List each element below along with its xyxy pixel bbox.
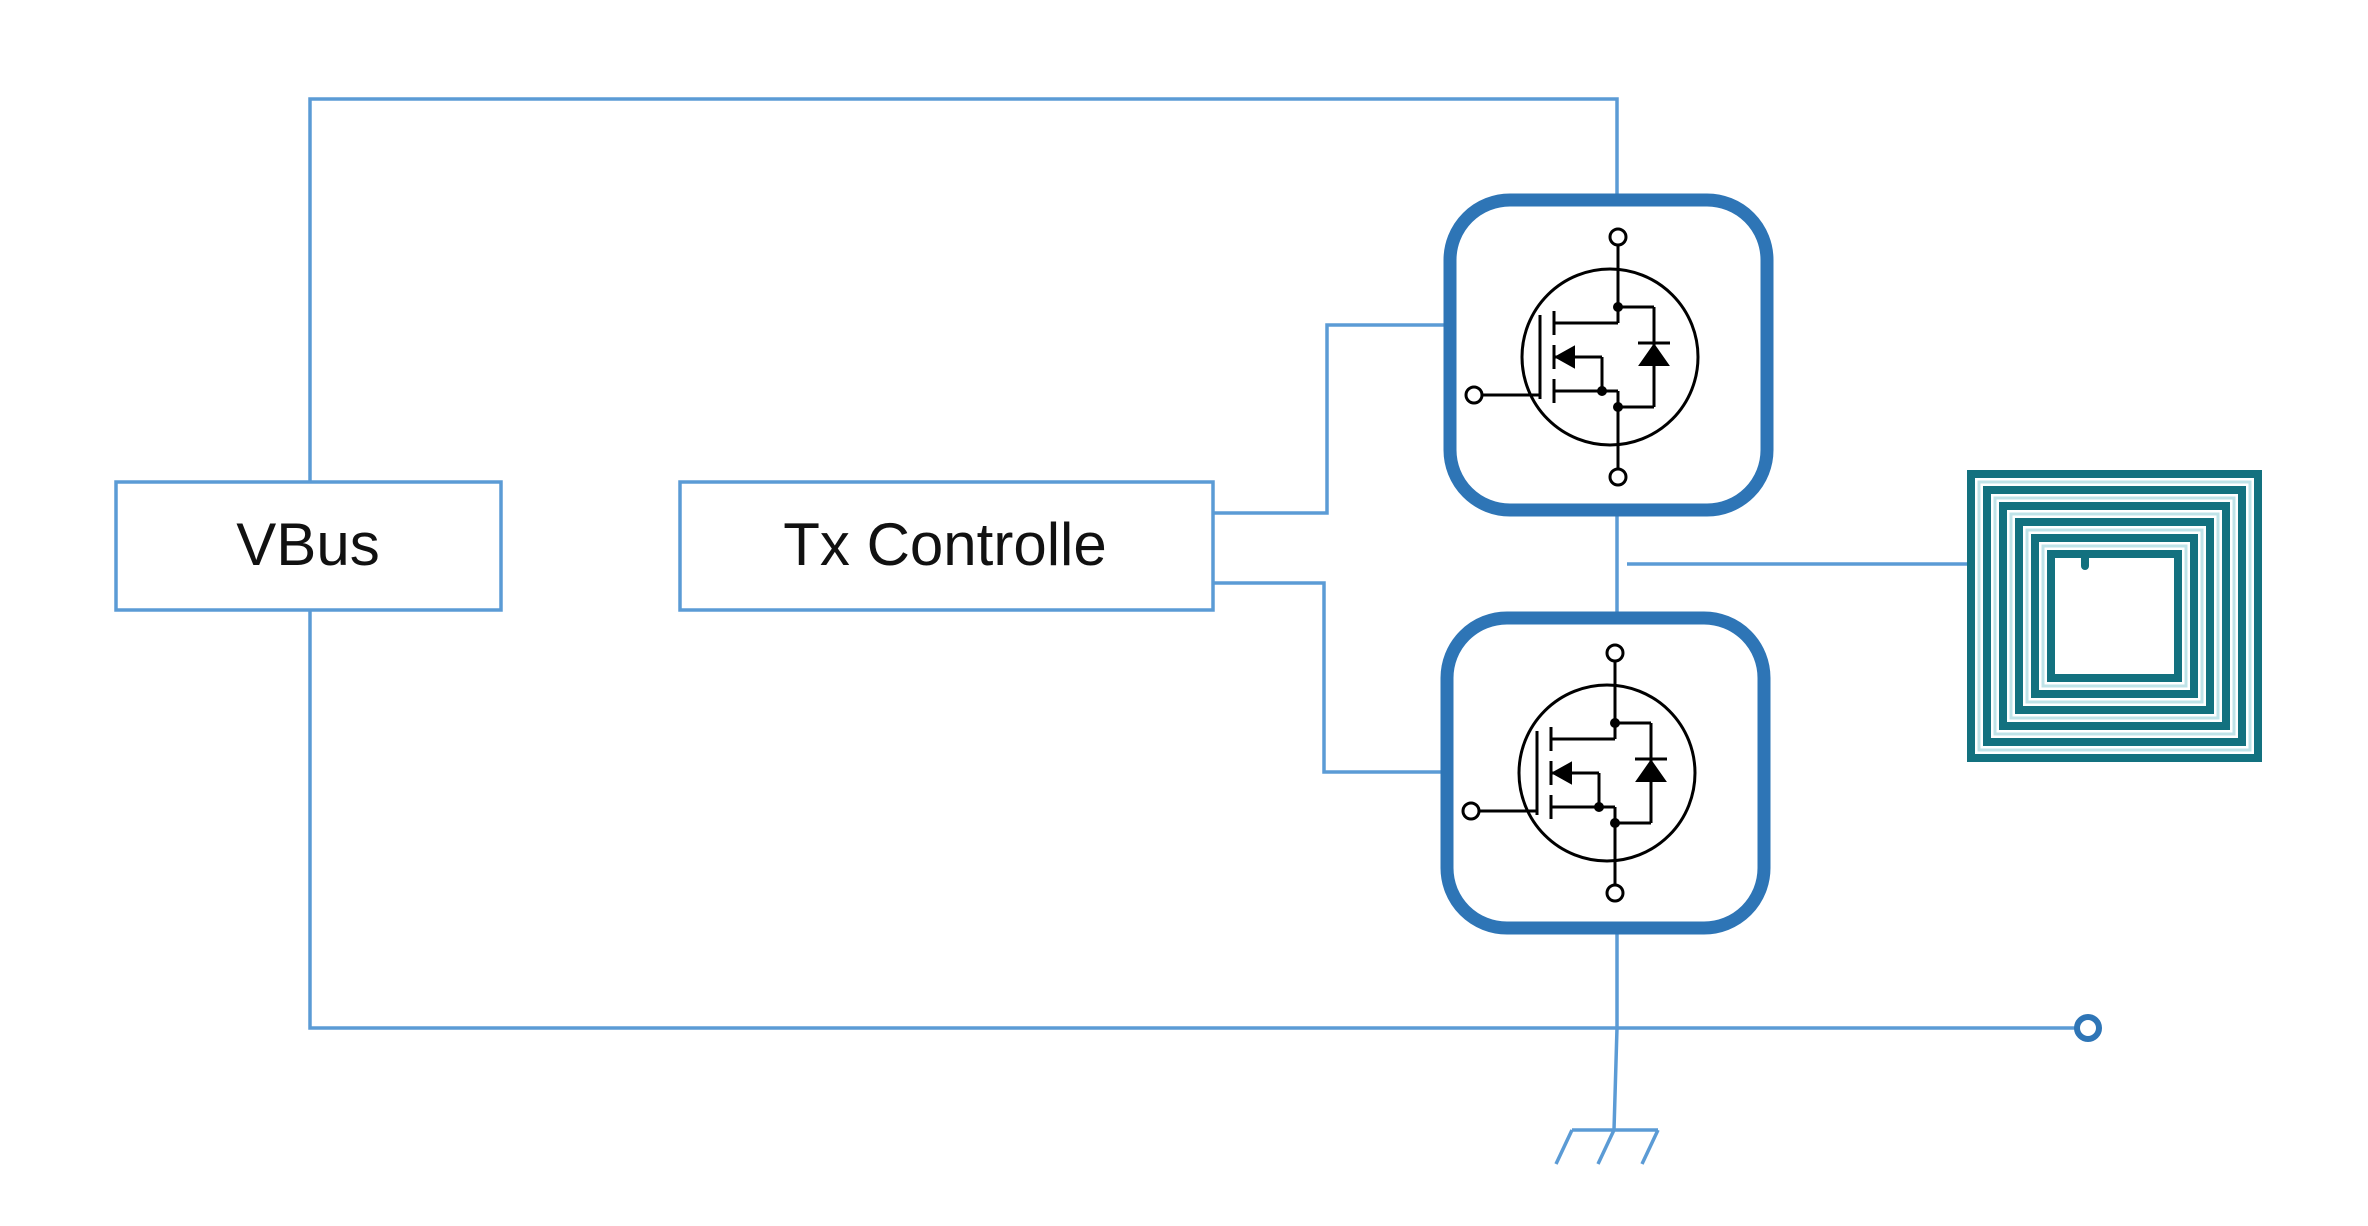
ground-symbol-icon — [1554, 1128, 1660, 1165]
vbus-label: VBus — [236, 511, 379, 578]
spiral-coil-icon — [1967, 470, 2262, 762]
open-terminal-icon — [2074, 1014, 2102, 1042]
low-gate-wire — [1213, 581, 1443, 774]
ground-wire — [1612, 928, 1619, 1131]
wires — [308, 97, 2085, 1131]
low-side-mosfet — [1440, 611, 1771, 935]
ground-return-wire — [308, 610, 2079, 1030]
high-gate-wire — [1213, 323, 1446, 515]
vbus-block: VBus — [114, 480, 503, 612]
tx-controller-block: Tx Controlle — [678, 480, 1215, 612]
tx-controller-label: Tx Controlle — [783, 511, 1106, 578]
high-side-mosfet — [1443, 193, 1774, 517]
vbus-rail-wire — [308, 97, 1619, 482]
